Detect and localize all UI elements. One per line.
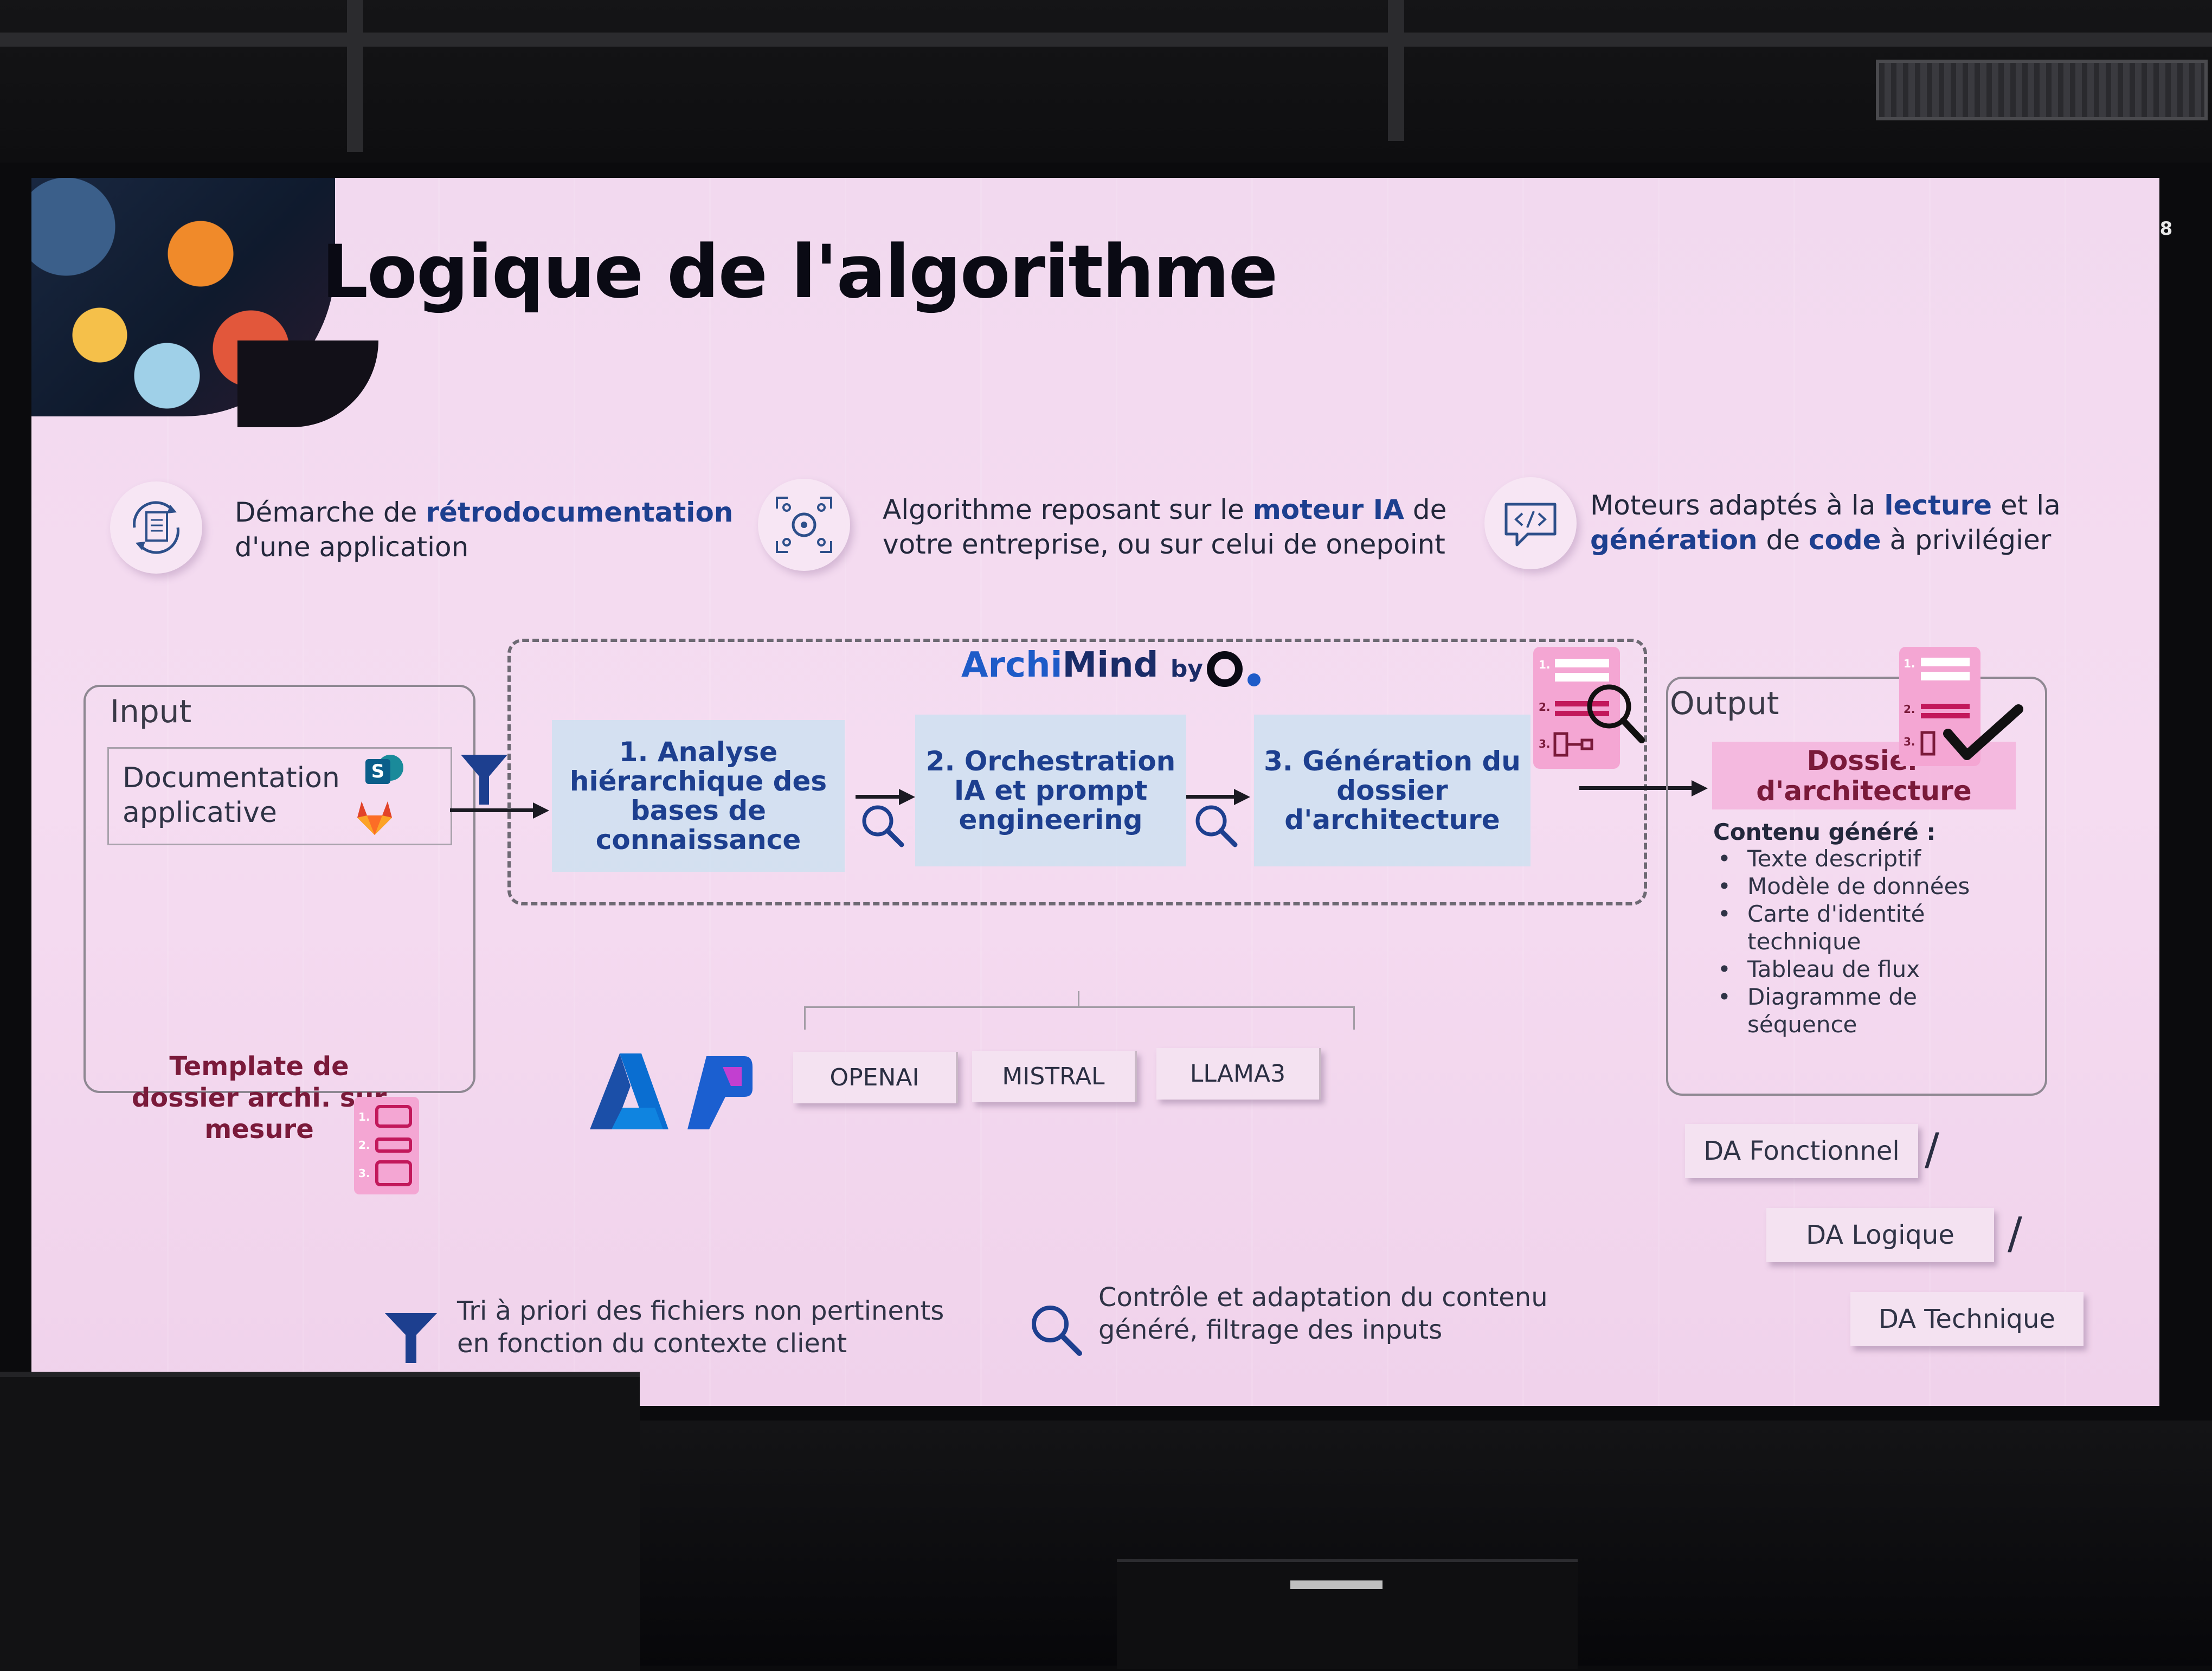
- search-legend-text: Contrôle et adaptation du contenu généré…: [1098, 1282, 1548, 1345]
- ceiling-truss: [347, 0, 363, 152]
- model-mistral: MISTRAL: [972, 1051, 1137, 1102]
- models-bracket-tick: [1078, 991, 1079, 1007]
- step-arrow-1: [856, 795, 904, 799]
- filter-legend-text: Tri à priori des fichiers non pertinents…: [457, 1296, 944, 1359]
- list-item: Carte d'identité technique: [1718, 900, 1999, 955]
- archimind-frame: [507, 639, 1647, 905]
- search-icon: [1192, 801, 1240, 850]
- search-legend-icon: [1026, 1300, 1086, 1360]
- contenu-list: Texte descriptif Modèle de données Carte…: [1718, 845, 1999, 1038]
- da-logique-button[interactable]: DA Logique: [1766, 1208, 1994, 1262]
- list-item: Modèle de données: [1718, 872, 1999, 900]
- svg-text:1.: 1.: [358, 1110, 370, 1123]
- ceiling-truss: [0, 33, 2212, 47]
- document-check-icon: 1. 2. 3.: [1888, 647, 2029, 772]
- svg-text:1.: 1.: [1539, 658, 1551, 671]
- models-bracket: [804, 1006, 1355, 1030]
- svg-text:S: S: [371, 761, 385, 782]
- feature-moteur-ia-text: Algorithme reposant sur le moteur IA de …: [883, 494, 1447, 560]
- model-openai: OPENAI: [793, 1052, 958, 1103]
- slide-title: Logique de l'algorithme: [321, 229, 1278, 314]
- input-arrow: [450, 808, 537, 812]
- onepoint-logo: [1205, 648, 1265, 692]
- feature-moteurs-code-text: Moteurs adaptés à la lecture et la génér…: [1590, 490, 2061, 556]
- refresh-document-icon: [110, 481, 202, 574]
- contenu-genere-title: Contenu généré :: [1713, 819, 1936, 845]
- svg-text:3.: 3.: [1539, 737, 1551, 750]
- output-box: [1666, 677, 2047, 1096]
- model-llama3: LLAMA3: [1156, 1048, 1321, 1100]
- search-icon: [858, 801, 907, 850]
- stage-monitor: [1117, 1559, 1578, 1669]
- slide: Logique de l'algorithme Démarche de rétr…: [31, 178, 2159, 1406]
- output-arrow: [1579, 786, 1696, 790]
- ceiling: [0, 0, 2212, 163]
- da-fonctionnel-button[interactable]: DA Fonctionnel: [1685, 1124, 1918, 1178]
- input-arrow-head: [533, 802, 549, 819]
- filter-icon: [460, 753, 509, 807]
- filter-legend-icon: [384, 1311, 438, 1365]
- documentation-box: [107, 747, 452, 845]
- input-box: [83, 685, 475, 1093]
- archimind-logo-text: ArchiMind by: [961, 645, 1203, 685]
- input-caption: Input: [110, 693, 192, 730]
- svg-text:2.: 2.: [1539, 700, 1551, 714]
- output-arrow-head: [1692, 780, 1708, 796]
- step-arrow-2-head: [1234, 789, 1250, 805]
- output-caption: Output: [1670, 685, 1779, 722]
- template-label: Template de dossier archi. sur mesure: [131, 1051, 387, 1145]
- podium: [0, 1372, 640, 1671]
- da-logique-mark: /: [2008, 1208, 2022, 1258]
- ceiling-truss: [1388, 0, 1404, 141]
- svg-text:3.: 3.: [1904, 735, 1915, 748]
- list-item: Texte descriptif: [1718, 845, 1999, 872]
- gitlab-icon: [353, 796, 396, 839]
- svg-text:1.: 1.: [1904, 657, 1915, 670]
- stage-monitor-label: [1290, 1580, 1382, 1589]
- template-list-icon: 1. 2. 3.: [354, 1097, 419, 1194]
- list-item: Diagramme de séquence: [1718, 983, 1999, 1038]
- svg-text:2.: 2.: [358, 1139, 370, 1152]
- da-technique-button[interactable]: DA Technique: [1850, 1292, 2084, 1346]
- azure-ai-logo: [685, 1056, 755, 1129]
- da-fonctionnel-mark: /: [1925, 1124, 1939, 1174]
- svg-text:3.: 3.: [358, 1167, 370, 1180]
- ceiling-vent: [1876, 60, 2208, 120]
- svg-text:2.: 2.: [1904, 703, 1915, 716]
- feature-retrodoc-text: Démarche de rétrodocumentation d'une app…: [235, 497, 734, 563]
- documentation-label: Documentation applicative: [123, 762, 340, 829]
- azure-logo: [590, 1053, 671, 1129]
- code-bubble-icon: [1484, 477, 1577, 569]
- list-item: Tableau de flux: [1718, 955, 1999, 983]
- step-arrow-2: [1186, 795, 1238, 799]
- ai-chip-icon: [758, 479, 850, 571]
- sharepoint-icon: S: [362, 751, 406, 795]
- document-search-icon: 1. 2. 3.: [1533, 647, 1652, 772]
- step-arrow-1-head: [899, 789, 915, 805]
